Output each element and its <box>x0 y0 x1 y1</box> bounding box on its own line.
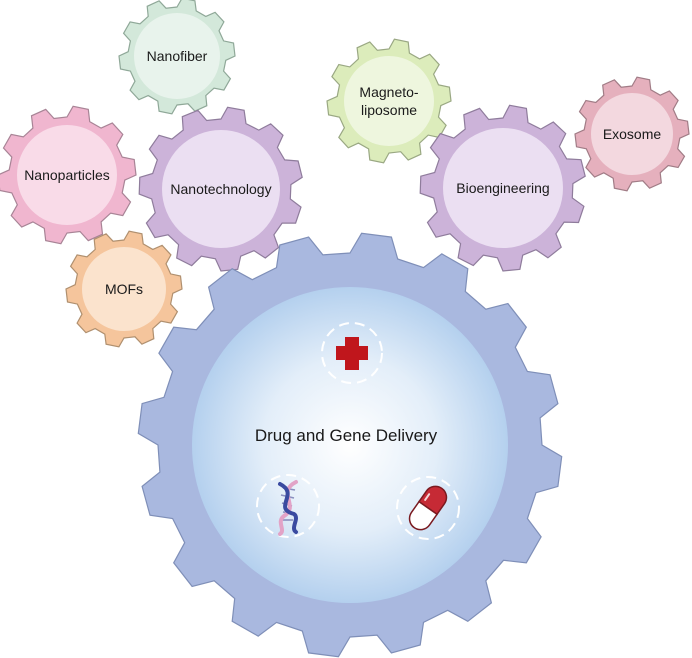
gear-label-line: Nanoparticles <box>24 167 110 183</box>
gear-label-nanotechnology: Nanotechnology <box>170 181 271 197</box>
gear-bioengineering: Bioengineering <box>419 104 586 272</box>
gear-label-nanoparticles: Nanoparticles <box>24 167 110 183</box>
gear-label-line: Nanofiber <box>147 48 208 64</box>
gear-nanofiber: Nanofiber <box>118 0 236 115</box>
gear-face-exosome <box>591 93 673 175</box>
gear-face-magnetoliposome <box>344 56 434 146</box>
gear-label-mofs: MOFs <box>105 281 143 297</box>
gear-drug-gene-delivery: Drug and Gene Delivery <box>137 232 563 658</box>
gear-face-nanofiber <box>134 13 220 99</box>
gear-label-line: Bioengineering <box>456 180 549 196</box>
gear-label-line: liposome <box>361 102 417 118</box>
gear-nanotechnology: Nanotechnology <box>138 106 303 272</box>
gear-face-nanoparticles <box>17 125 117 225</box>
gear-face-nanotechnology <box>162 130 280 248</box>
gear-label-nanofiber: Nanofiber <box>147 48 208 64</box>
gear-label-line: MOFs <box>105 281 143 297</box>
gear-exosome: Exosome <box>574 76 690 192</box>
dna-helix-icon <box>256 474 320 538</box>
center-title: Drug and Gene Delivery <box>255 426 438 445</box>
gear-label-line: Nanotechnology <box>170 181 271 197</box>
gear-label-magnetoliposome: Magneto-liposome <box>359 84 418 118</box>
gear-face-bioengineering <box>443 128 563 248</box>
gear-nanoparticles: Nanoparticles <box>0 105 137 245</box>
capsule-pill-icon <box>396 476 460 540</box>
gear-mofs: MOFs <box>65 230 183 348</box>
big-gear-face <box>192 287 508 603</box>
gear-label-line: Exosome <box>603 126 662 142</box>
medical-cross-icon <box>321 322 383 384</box>
gear-magnetoliposome: Magneto-liposome <box>326 38 452 164</box>
gear-face-mofs <box>82 247 166 331</box>
gear-label-line: Magneto- <box>359 84 418 100</box>
gear-label-bioengineering: Bioengineering <box>456 180 549 196</box>
gear-label-exosome: Exosome <box>603 126 662 142</box>
